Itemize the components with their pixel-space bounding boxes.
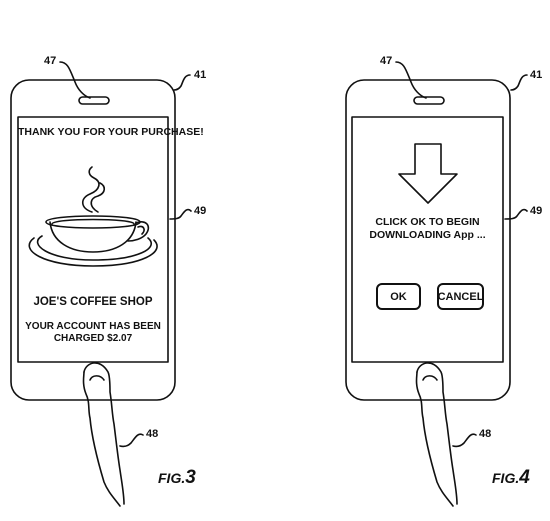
phone-body-fig3 [10,79,176,401]
figure-prefix: FIG. [492,470,520,486]
figure-prefix: FIG. [158,470,186,486]
charge-line-2: CHARGED $2.07 [53,333,133,344]
figure-label-3: FIG.3 [158,467,196,489]
ok-button[interactable]: OK [376,283,421,310]
ref-49-fig3: 49 [194,205,207,217]
ref-49-fig4: 49 [530,205,543,217]
phone-body-fig4 [345,79,511,401]
speaker-slot-fig3 [78,96,110,105]
download-message-line-2: DOWNLOADING App ... [369,229,486,241]
charge-line-1: YOUR ACCOUNT HAS BEEN [25,321,161,332]
figure-number: 4 [519,467,530,488]
finger-fig4 [415,362,458,507]
arrow-down-icon [398,143,458,204]
ref-47-fig4: 47 [380,55,393,67]
speaker-slot-fig4 [413,96,445,105]
purchase-heading: THANK YOU FOR YOUR PURCHASE! [18,126,204,138]
coffee-cup-icon [28,166,158,267]
ref-48-fig3: 48 [146,428,159,440]
ref-47-fig3: 47 [44,55,57,67]
screen-fig4 [351,116,504,363]
download-message-line-1: CLICK OK TO BEGIN [375,216,480,228]
ref-41-fig4: 41 [530,69,543,81]
ref-41-fig3: 41 [194,69,207,81]
figure-label-4: FIG.4 [492,467,530,489]
figure-number: 3 [185,467,196,488]
screen-fig3 [17,116,169,363]
ref-48-fig4: 48 [479,428,492,440]
cancel-button[interactable]: CANCEL [437,283,484,310]
finger-fig3 [82,362,125,507]
shop-name: JOE'S COFFEE SHOP [33,296,153,308]
